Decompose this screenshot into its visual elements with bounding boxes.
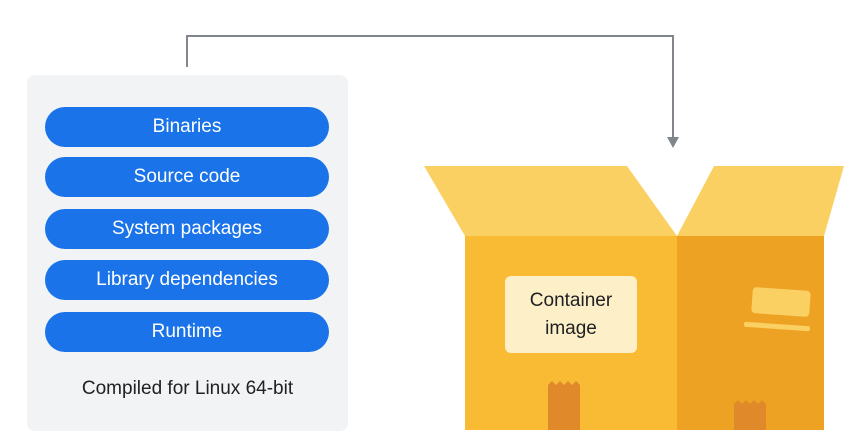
box-side-panel <box>677 236 824 430</box>
layer-library-dependencies: Library dependencies <box>45 260 329 300</box>
box-flap-left <box>424 166 677 236</box>
box-flap-right <box>677 166 844 236</box>
layer-runtime: Runtime <box>45 312 329 352</box>
box-tape-front <box>548 381 580 430</box>
box-tape-side <box>734 400 766 430</box>
connector-arrow-line <box>186 35 674 138</box>
panel-caption: Compiled for Linux 64-bit <box>81 378 294 399</box>
layer-source-code: Source code <box>45 157 329 197</box>
box-side-sticker <box>751 287 811 317</box>
box-side-line <box>744 321 810 332</box>
layer-system-packages: System packages <box>45 209 329 249</box>
connector-arrow-head <box>667 137 679 148</box>
layer-label: Binaries <box>152 116 222 137</box>
layer-label: Source code <box>133 166 241 187</box>
layer-binaries: Binaries <box>45 107 329 147</box>
container-image-label: Container image <box>505 276 637 353</box>
layer-label: System packages <box>112 218 262 239</box>
container-label-line1: Container <box>529 289 613 311</box>
layer-label: Runtime <box>151 321 223 342</box>
container-label-line2: image <box>545 317 597 339</box>
layer-label: Library dependencies <box>96 269 278 290</box>
